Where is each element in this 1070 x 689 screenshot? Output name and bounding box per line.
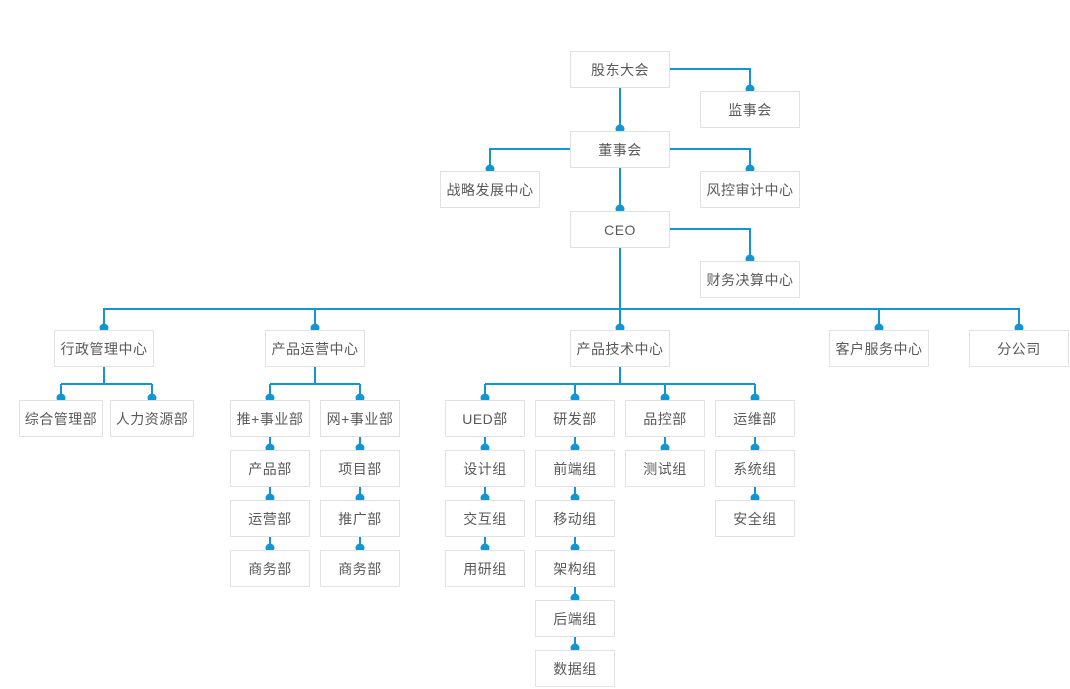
org-node-user-research-group[interactable]: 用研组 (445, 550, 525, 587)
org-node-label: 客户服务中心 (835, 340, 923, 357)
org-node-label: 财务决算中心 (706, 271, 794, 288)
org-node-label: 商务部 (248, 560, 292, 577)
connector-line (670, 228, 751, 262)
org-node-product-dept[interactable]: 产品部 (230, 450, 310, 487)
org-node-label: 推广部 (338, 510, 382, 527)
org-node-risk-audit-center[interactable]: 风控审计中心 (700, 171, 800, 208)
org-node-ceo[interactable]: CEO (570, 211, 670, 248)
org-node-label: 战略发展中心 (446, 181, 534, 198)
connector-line (670, 148, 751, 172)
org-node-label: 运营部 (248, 510, 292, 527)
org-node-label: 数据组 (553, 660, 597, 677)
org-node-label: 行政管理中心 (60, 340, 148, 357)
org-node-security-group[interactable]: 安全组 (715, 500, 795, 537)
org-node-strategy-center[interactable]: 战略发展中心 (440, 171, 540, 208)
org-node-business-dept-2[interactable]: 商务部 (320, 550, 400, 587)
org-node-label: 研发部 (553, 410, 597, 427)
connector-line (670, 68, 751, 92)
org-node-rd-dept[interactable]: 研发部 (535, 400, 615, 437)
org-node-system-group[interactable]: 系统组 (715, 450, 795, 487)
org-node-label: 产品部 (248, 460, 292, 477)
org-node-label: 交互组 (463, 510, 507, 527)
org-node-label: 产品运营中心 (271, 340, 359, 357)
org-node-interaction-group[interactable]: 交互组 (445, 500, 525, 537)
org-node-data-group[interactable]: 数据组 (535, 650, 615, 687)
org-node-label: 系统组 (733, 460, 777, 477)
org-node-admin-center[interactable]: 行政管理中心 (54, 330, 154, 367)
org-node-label: 监事会 (728, 101, 772, 118)
org-node-label: 运维部 (733, 410, 777, 427)
org-node-qc-dept[interactable]: 品控部 (625, 400, 705, 437)
org-node-label: 测试组 (643, 460, 687, 477)
org-node-backend-group[interactable]: 后端组 (535, 600, 615, 637)
org-node-supervisory-board[interactable]: 监事会 (700, 91, 800, 128)
org-node-label: 产品技术中心 (576, 340, 664, 357)
org-node-customer-service-center[interactable]: 客户服务中心 (829, 330, 929, 367)
connector-line (489, 148, 570, 172)
org-node-board-of-directors[interactable]: 董事会 (570, 131, 670, 168)
org-node-label: 风控审计中心 (706, 181, 794, 198)
org-node-promotion-dept[interactable]: 推广部 (320, 500, 400, 537)
org-node-finance-center[interactable]: 财务决算中心 (700, 261, 800, 298)
org-node-branch-company[interactable]: 分公司 (969, 330, 1069, 367)
org-node-label: 董事会 (598, 141, 642, 158)
org-node-ued-dept[interactable]: UED部 (445, 400, 525, 437)
org-node-label: 网+事业部 (326, 410, 394, 427)
org-node-label: 品控部 (643, 410, 687, 427)
org-node-label: 安全组 (733, 510, 777, 527)
org-node-frontend-group[interactable]: 前端组 (535, 450, 615, 487)
connector-line (103, 308, 1020, 331)
org-node-label: 股东大会 (591, 61, 649, 78)
org-node-shareholders-meeting[interactable]: 股东大会 (570, 51, 670, 88)
org-node-label: UED部 (462, 410, 508, 427)
org-node-hr-dept[interactable]: 人力资源部 (110, 400, 194, 437)
org-node-om-dept[interactable]: 运维部 (715, 400, 795, 437)
org-node-label: 移动组 (553, 510, 597, 527)
org-node-testing-group[interactable]: 测试组 (625, 450, 705, 487)
org-node-mobile-group[interactable]: 移动组 (535, 500, 615, 537)
org-node-label: 项目部 (338, 460, 382, 477)
org-node-product-ops-center[interactable]: 产品运营中心 (265, 330, 365, 367)
org-node-product-tech-center[interactable]: 产品技术中心 (570, 330, 670, 367)
org-node-label: 综合管理部 (24, 410, 98, 427)
org-node-label: 架构组 (553, 560, 597, 577)
org-node-business-dept-1[interactable]: 商务部 (230, 550, 310, 587)
org-node-label: CEO (604, 221, 636, 238)
org-node-label: 商务部 (338, 560, 382, 577)
org-node-operation-dept[interactable]: 运营部 (230, 500, 310, 537)
org-node-tui-business-unit[interactable]: 推+事业部 (230, 400, 310, 437)
org-node-architecture-group[interactable]: 架构组 (535, 550, 615, 587)
org-node-label: 分公司 (997, 340, 1041, 357)
org-node-label: 后端组 (553, 610, 597, 627)
org-node-general-mgmt-dept[interactable]: 综合管理部 (19, 400, 103, 437)
org-node-label: 设计组 (463, 460, 507, 477)
org-node-label: 前端组 (553, 460, 597, 477)
org-node-wang-business-unit[interactable]: 网+事业部 (320, 400, 400, 437)
org-node-label: 推+事业部 (236, 410, 304, 427)
org-node-label: 人力资源部 (115, 410, 189, 427)
org-node-label: 用研组 (463, 560, 507, 577)
org-node-design-group[interactable]: 设计组 (445, 450, 525, 487)
org-node-project-dept[interactable]: 项目部 (320, 450, 400, 487)
